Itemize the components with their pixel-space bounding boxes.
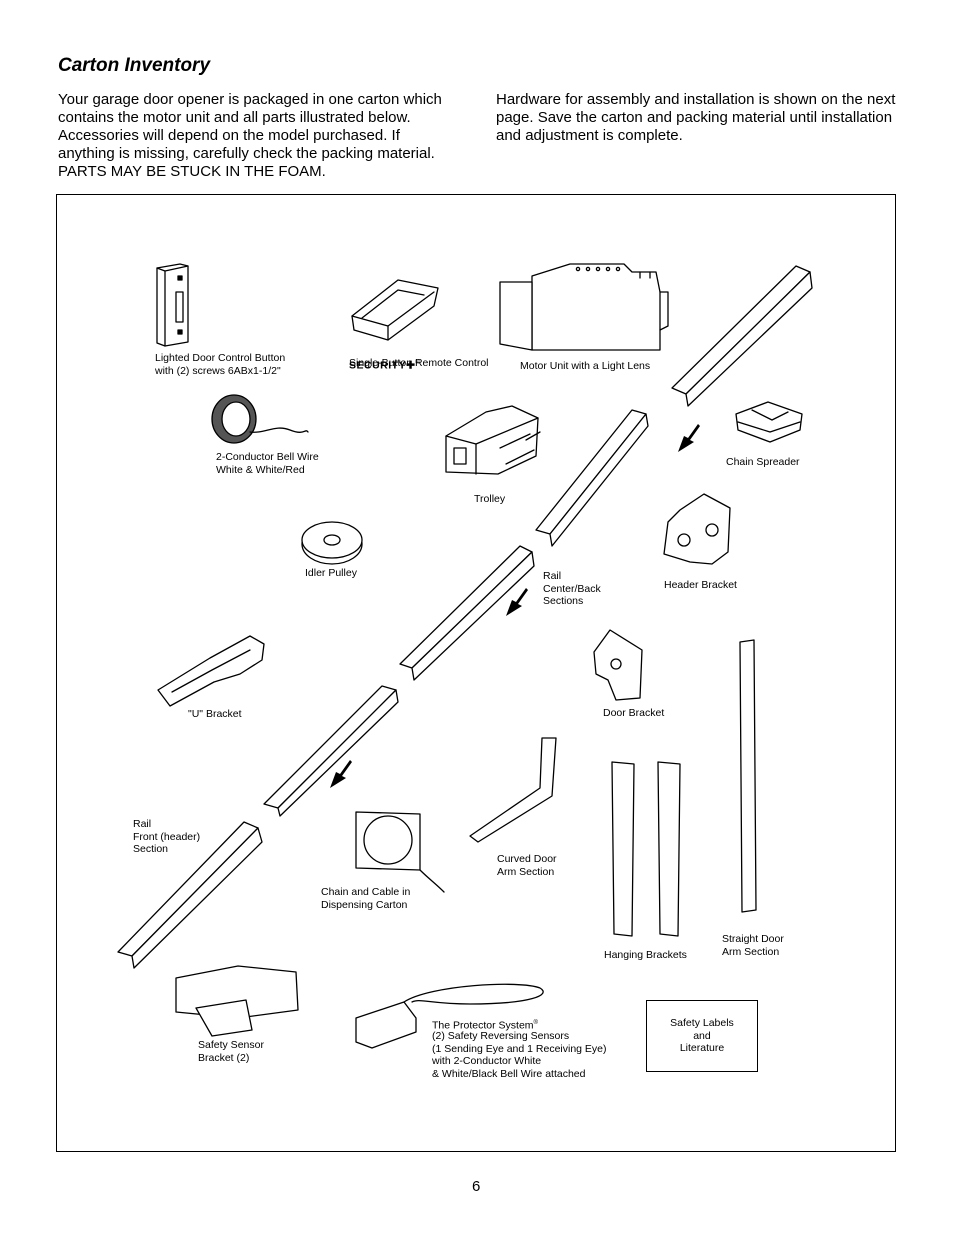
protector-system-details: (2) Safety Reversing Sensors (1 Sending … <box>432 1030 607 1080</box>
door-control-label: Lighted Door Control Button with (2) scr… <box>155 352 286 377</box>
remote-brand-mark: ® <box>415 359 420 366</box>
straight-arm-label: Straight Door Arm Section <box>722 933 784 958</box>
sensor-bracket-label: Safety Sensor Bracket (2) <box>198 1039 264 1064</box>
door-control-illustration <box>156 263 189 347</box>
motor-unit-illustration <box>499 263 669 351</box>
page-number: 6 <box>472 1178 481 1195</box>
u-bracket-label: "U" Bracket <box>188 708 242 720</box>
remote-brand-label: SECURITY✚® <box>349 344 420 372</box>
bell-wire-illustration <box>211 394 309 444</box>
door-bracket-label: Door Bracket <box>603 707 665 719</box>
rail-center-label: Rail Center/Back Sections <box>543 570 601 607</box>
trolley-illustration <box>445 405 541 475</box>
protector-title-text: The Protector System <box>432 1019 534 1032</box>
chain-spreader-illustration <box>735 401 803 443</box>
chain-carton-label: Chain and Cable in Dispensing Carton <box>321 886 411 911</box>
straight-arm-illustration <box>739 639 757 913</box>
intro-paragraph-left: Your garage door opener is packaged in o… <box>58 91 442 180</box>
remote-brand: SECURITY✚ <box>349 359 416 371</box>
rail-illustrations <box>117 265 813 969</box>
header-bracket-illustration <box>663 493 731 565</box>
bell-wire-label: 2-Conductor Bell Wire White & White/Red <box>216 451 319 476</box>
inventory-frame <box>56 194 896 1152</box>
intro-paragraph-right: Hardware for assembly and installation i… <box>496 91 896 144</box>
remote-illustration <box>351 279 439 341</box>
curved-arm-illustration <box>469 737 557 843</box>
idler-pulley-label: Idler Pulley <box>305 567 357 579</box>
header-bracket-label: Header Bracket <box>664 579 737 591</box>
arrow-icons <box>330 424 700 788</box>
motor-unit-label: Motor Unit with a Light Lens <box>520 360 651 372</box>
protector-mark: ® <box>533 1020 538 1026</box>
hanging-brackets-label: Hanging Brackets <box>604 949 687 961</box>
u-bracket-illustration <box>157 635 265 707</box>
rail-front-label: Rail Front (header) Section <box>133 818 201 855</box>
idler-pulley-illustration <box>301 521 363 565</box>
page-title: Carton Inventory <box>58 55 211 76</box>
curved-arm-label: Curved Door Arm Section <box>497 853 557 878</box>
safety-labels-box: Safety Labels and Literature <box>646 1000 758 1072</box>
chain-spreader-label: Chain Spreader <box>726 456 800 468</box>
trolley-label: Trolley <box>474 493 506 505</box>
remote-label: Single-Button Remote Control <box>349 357 489 369</box>
sensor-bracket-illustration <box>175 965 299 1037</box>
door-bracket-illustration <box>593 629 643 701</box>
protector-system-title: The Protector System® <box>432 1017 538 1032</box>
hanging-brackets-illustration <box>611 761 681 937</box>
chain-carton-illustration <box>355 811 445 893</box>
protector-system-illustration <box>355 983 544 1049</box>
